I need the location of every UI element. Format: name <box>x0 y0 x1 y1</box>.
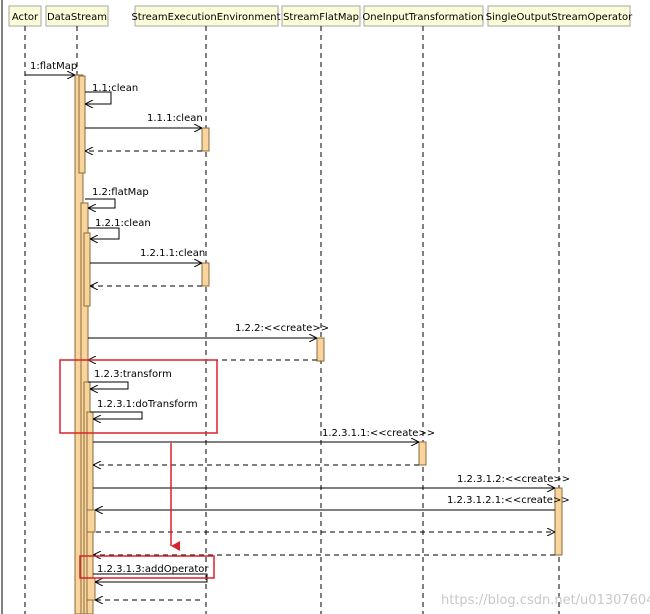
highlight-annotations <box>59 359 218 579</box>
activation-datastream-addoperator <box>86 577 96 601</box>
arrow-m1-2 <box>85 198 116 208</box>
label-m1-2-3-1-2: 1.2.3.1.2:<<create>> <box>457 474 570 485</box>
activation-env-2 <box>201 262 210 287</box>
highlight-box-transform <box>59 359 218 434</box>
participant-flatmap: StreamFlatMap <box>281 5 361 27</box>
activation-flatmap <box>316 337 325 362</box>
activation-oneinput <box>418 441 427 466</box>
label-m1-2-3: 1.2.3:transform <box>94 369 172 380</box>
participant-oneinput: OneInputTransformation <box>362 5 484 27</box>
activation-env-1 <box>201 127 210 152</box>
watermark: https://blog.csdn.net/u013076044 <box>441 593 650 608</box>
label-m1-2-3-1-1: 1.2.3.1.1:<<create>> <box>322 428 435 439</box>
participant-flatmap-label: StreamFlatMap <box>283 12 359 23</box>
message-arrows <box>25 75 555 600</box>
participant-oneinput-label: OneInputTransformation <box>362 12 483 23</box>
participant-datastream-label: DataStream <box>47 12 107 23</box>
arrow-m1-1 <box>85 91 112 104</box>
activation-datastream-clean2 <box>83 232 91 307</box>
label-m1-1-1: 1.1.1:clean <box>147 113 203 124</box>
label-m1-2-2: 1.2.2:<<create>> <box>235 323 329 334</box>
arrow-m1-2-1 <box>88 227 120 239</box>
participant-env: StreamExecutionEnvironment <box>131 5 281 27</box>
label-m1-2: 1.2:flatMap <box>92 187 149 198</box>
participant-actor: Actor <box>8 5 42 27</box>
label-m1-2-3-1-2-1: 1.2.3.1.2.1:<<create>> <box>447 495 570 506</box>
activation-datastream-callback <box>86 509 96 533</box>
label-m1-1: 1.1:clean <box>92 83 138 94</box>
arrow-m1-2-3-1 <box>90 411 143 419</box>
activation-singleop <box>554 487 563 556</box>
highlight-box-addoperator <box>79 555 215 579</box>
participant-env-label: StreamExecutionEnvironment <box>131 12 280 23</box>
label-m1-2-3-1: 1.2.3.1:doTransform <box>97 399 198 410</box>
participant-datastream: DataStream <box>45 5 109 27</box>
activations <box>74 74 563 614</box>
label-m1-2-3-1-3: 1.2.3.1.3:addOperator <box>97 564 209 575</box>
label-m1: 1:flatMap <box>30 61 77 72</box>
participant-singleop: SingleOutputStreamOperator <box>486 5 633 27</box>
activation-datastream-clean <box>78 75 86 174</box>
label-m1-2-1: 1.2.1:clean <box>95 218 151 229</box>
arrow-m1-2-3 <box>88 381 129 389</box>
lifelines <box>24 26 560 614</box>
participant-actor-label: Actor <box>12 12 39 23</box>
label-m1-2-1-1: 1.2.1.1:clean <box>140 248 205 259</box>
participant-singleop-label: SingleOutputStreamOperator <box>486 12 633 23</box>
